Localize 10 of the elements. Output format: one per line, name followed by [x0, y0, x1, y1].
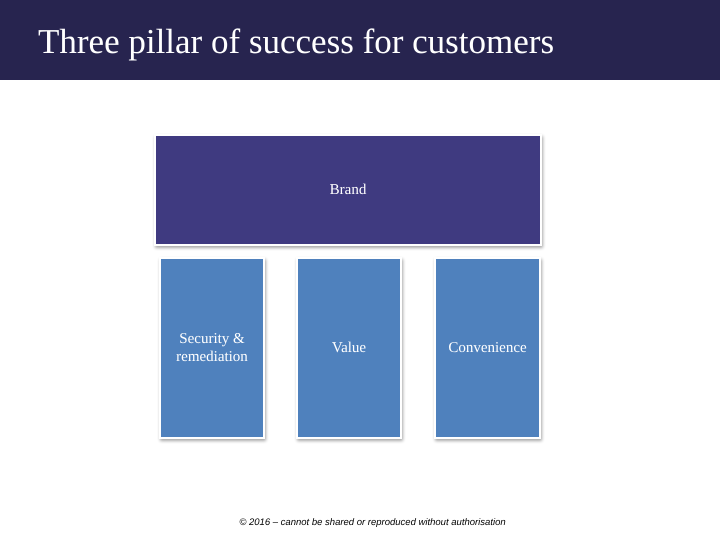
node-label: Value [332, 339, 366, 357]
slide-title: Three pillar of success for customers [38, 22, 554, 62]
pillar-box [434, 257, 541, 439]
node-label: Brand [330, 181, 366, 199]
pillar-box [159, 257, 265, 439]
node-label: Security & remediation [175, 330, 249, 366]
copyright-note: © 2016 – cannot be shared or reproduced without authorisation [238, 517, 507, 528]
banner-box [154, 134, 542, 246]
pillar-box [296, 257, 402, 439]
node-label: Convenience [448, 339, 527, 357]
